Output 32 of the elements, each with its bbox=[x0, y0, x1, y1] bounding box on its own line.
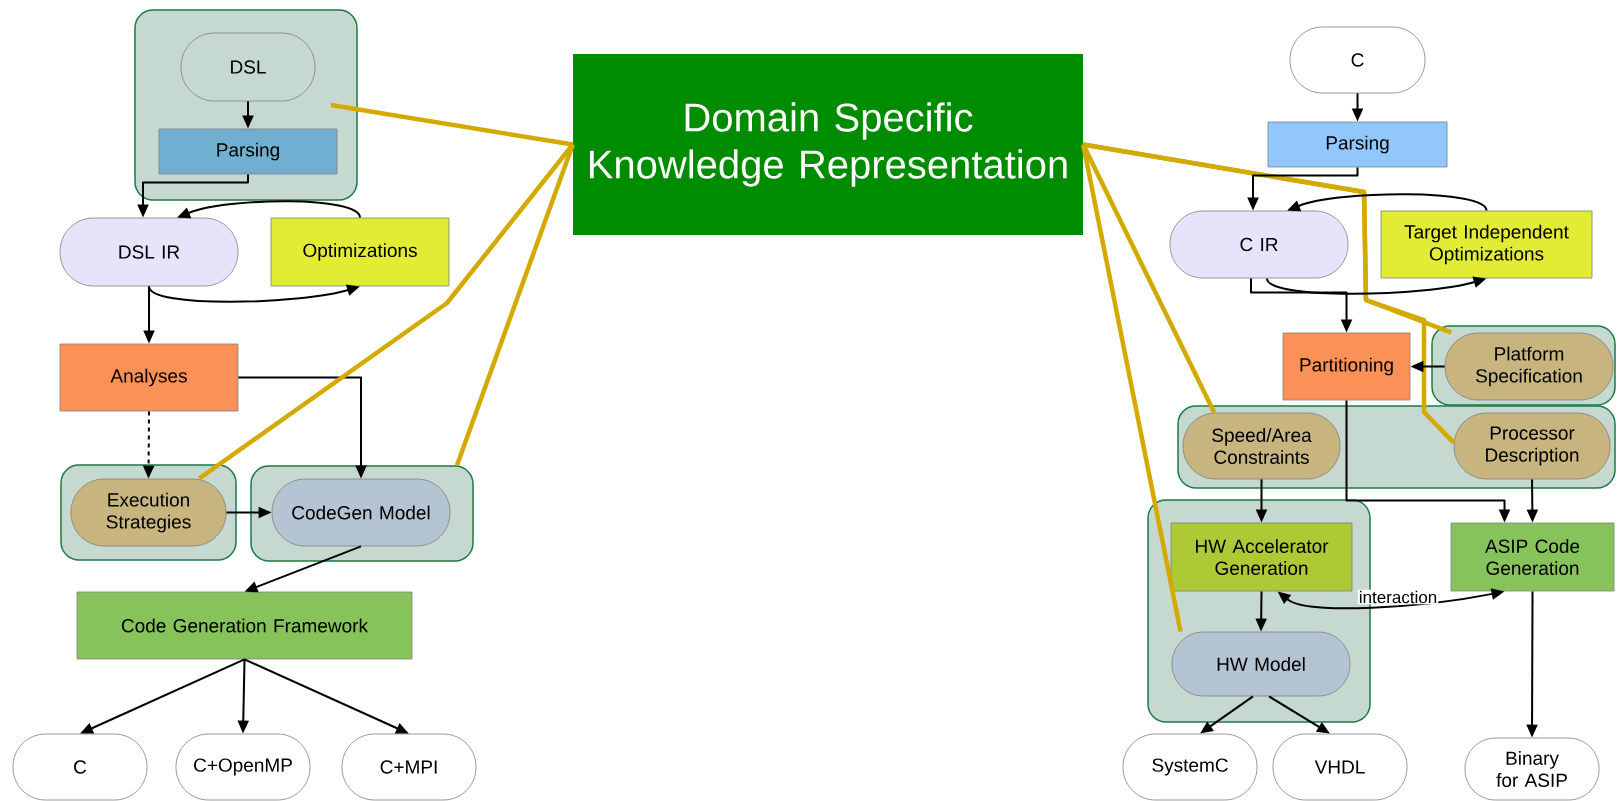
process-box: Target Independent Optimizations bbox=[1380, 210, 1593, 279]
title-box: Domain Specific Knowledge Representation bbox=[573, 54, 1083, 235]
stadium-box: C+OpenMP bbox=[175, 733, 311, 801]
process-box: Parsing bbox=[1267, 121, 1448, 168]
process-box: Partitioning bbox=[1282, 332, 1411, 401]
stadium-box: Platform Specification bbox=[1444, 332, 1614, 401]
process-box: HW Accelerator Generation bbox=[1170, 522, 1353, 592]
stadium-box: Speed/Area Constraints bbox=[1182, 412, 1341, 480]
connector-line bbox=[454, 143, 575, 467]
stadium-box: CodeGen Model bbox=[271, 478, 451, 547]
process-box: Code Generation Framework bbox=[76, 591, 413, 660]
stadium-box: VHDL bbox=[1272, 733, 1408, 801]
stadium-box: HW Model bbox=[1171, 631, 1351, 697]
stadium-box: C IR bbox=[1169, 210, 1349, 279]
stadium-box: C bbox=[1289, 26, 1426, 94]
stadium-box: DSL bbox=[180, 32, 316, 102]
stadium-box: Execution Strategies bbox=[70, 478, 227, 547]
connector-line bbox=[1082, 142, 1456, 445]
stadium-box: C bbox=[12, 733, 148, 801]
connector-line bbox=[1081, 144, 1183, 633]
stadium-box: SystemC bbox=[1122, 733, 1258, 801]
connector-line bbox=[330, 102, 574, 147]
process-box: ASIP Code Generation bbox=[1450, 522, 1615, 592]
connector-line bbox=[197, 143, 575, 481]
process-box: Optimizations bbox=[270, 217, 450, 287]
process-box: Parsing bbox=[158, 128, 338, 175]
stadium-box: DSL IR bbox=[59, 217, 239, 287]
process-box: Analyses bbox=[59, 343, 239, 412]
stadium-box: C+MPI bbox=[341, 733, 477, 801]
edge-label: interaction bbox=[1357, 589, 1439, 605]
stadium-box: Processor Description bbox=[1453, 412, 1611, 480]
stadium-box: Binary for ASIP bbox=[1464, 737, 1600, 801]
